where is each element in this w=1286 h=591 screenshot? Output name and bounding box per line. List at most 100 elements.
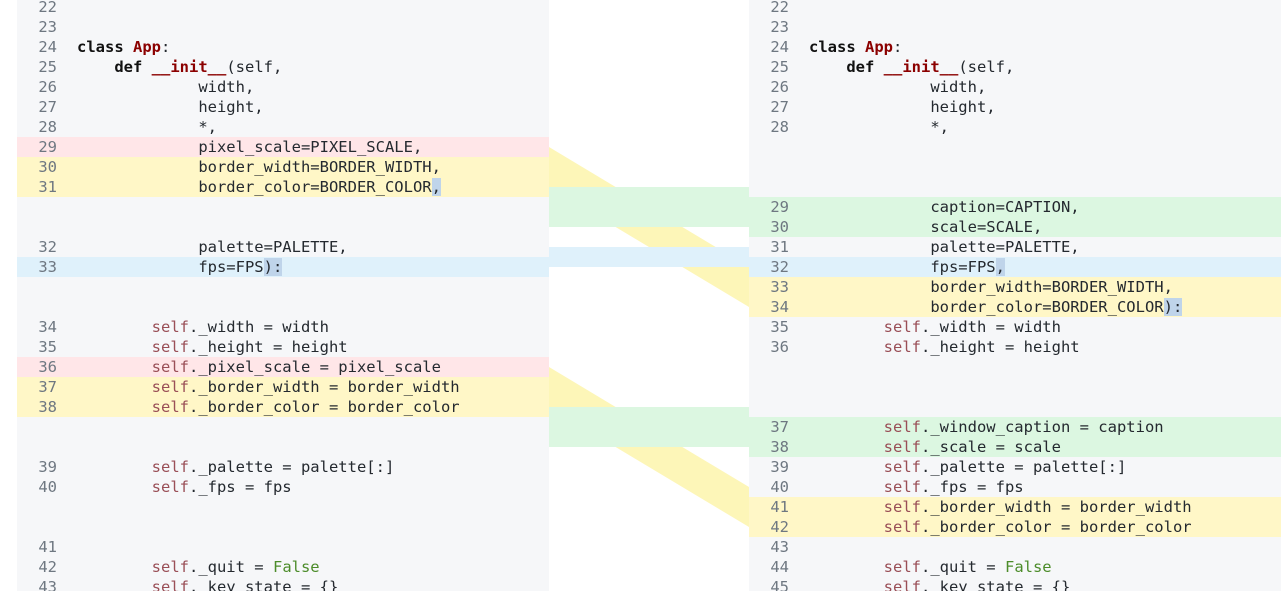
code-text: width,	[809, 78, 987, 96]
code-text: width,	[77, 78, 255, 96]
right-line-38: 38 self._scale = scale	[749, 437, 1281, 457]
line-number: 38	[770, 438, 789, 456]
line-number: 32	[38, 238, 57, 256]
code-text: self._quit = False	[883, 558, 1052, 576]
right-line-44: 44 self._quit = False	[749, 557, 1281, 577]
line-number: 26	[770, 78, 789, 96]
right-line-43: 43	[749, 537, 1281, 557]
line-number: 44	[770, 558, 789, 576]
left-line-39: 39 self._palette = palette[:]	[17, 457, 549, 477]
line-number: 37	[38, 378, 57, 396]
line-number: 25	[770, 58, 789, 76]
right-line-30: 30 scale=SCALE,	[749, 217, 1281, 237]
left-line-36: 36 self._pixel_scale = pixel_scale	[17, 357, 549, 377]
right-line-28: 28 *,	[749, 117, 1281, 137]
connector-band-add	[549, 407, 749, 447]
code-text: *,	[77, 118, 217, 136]
line-number: 25	[38, 58, 57, 76]
line-number: 30	[38, 158, 57, 176]
line-number: 37	[770, 418, 789, 436]
left-line-23: 23	[17, 17, 549, 37]
code-text: caption=CAPTION,	[809, 198, 1080, 216]
right-line-22: 22	[749, 0, 1281, 17]
right-line-45: 45 self._key_state = {}	[749, 577, 1281, 591]
line-number: 31	[770, 238, 789, 256]
connector-band-add	[549, 187, 749, 227]
left-line-43: 43 self._key_state = {}	[17, 577, 549, 591]
right-line-27: 27 height,	[749, 97, 1281, 117]
code-text: self._fps = fps	[883, 478, 1024, 496]
left-line-32: 32 palette=PALETTE,	[17, 237, 549, 257]
code-text: class App:	[77, 38, 171, 56]
line-number: 39	[770, 458, 789, 476]
right-line-42: 42 self._border_color = border_color	[749, 517, 1281, 537]
code-text: *,	[809, 118, 949, 136]
line-number: 38	[38, 398, 57, 416]
right-line-29: 29 caption=CAPTION,	[749, 197, 1281, 217]
left-line-28: 28 *,	[17, 117, 549, 137]
right-line-25: 25 def __init__(self,	[749, 57, 1281, 77]
line-number: 28	[770, 118, 789, 136]
right-line-39: 39 self._palette = palette[:]	[749, 457, 1281, 477]
line-number: 42	[38, 558, 57, 576]
line-number: 24	[770, 38, 789, 56]
code-text: self._quit = False	[151, 558, 320, 576]
left-line-27: 27 height,	[17, 97, 549, 117]
left-line-40: 40 self._fps = fps	[17, 477, 549, 497]
code-text: self._scale = scale	[883, 438, 1061, 456]
line-number: 23	[770, 18, 789, 36]
line-number: 35	[38, 338, 57, 356]
left-line-31: 31 border_color=BORDER_COLOR,	[17, 177, 549, 197]
line-number: 36	[38, 358, 57, 376]
left-line-30: 30 border_width=BORDER_WIDTH,	[17, 157, 549, 177]
code-text: scale=SCALE,	[809, 218, 1043, 236]
line-number: 27	[38, 98, 57, 116]
line-number: 32	[770, 258, 789, 276]
left-line-26: 26 width,	[17, 77, 549, 97]
line-number: 24	[38, 38, 57, 56]
line-number: 42	[770, 518, 789, 536]
line-number: 39	[38, 458, 57, 476]
line-number: 30	[770, 218, 789, 236]
code-text: self._key_state = {}	[883, 578, 1071, 591]
code-text: self._border_color = border_color	[883, 518, 1192, 536]
code-text: self._pixel_scale = pixel_scale	[151, 358, 441, 376]
code-text: self._window_caption = caption	[883, 418, 1164, 436]
line-number: 33	[770, 278, 789, 296]
right-line-26: 26 width,	[749, 77, 1281, 97]
line-number: 31	[38, 178, 57, 196]
code-text: self._fps = fps	[151, 478, 292, 496]
connector-band-ctx	[549, 247, 749, 267]
line-number: 29	[38, 138, 57, 156]
code-text: fps=FPS,	[809, 258, 1005, 276]
left-line-38: 38 self._border_color = border_color	[17, 397, 549, 417]
code-text: palette=PALETTE,	[809, 238, 1080, 256]
right-line-35: 35 self._width = width	[749, 317, 1281, 337]
code-text: self._height = height	[151, 338, 348, 356]
line-number: 22	[38, 0, 57, 16]
code-text: self._width = width	[883, 318, 1061, 336]
left-line-24: 24 class App:	[17, 37, 549, 57]
left-line-41: 41	[17, 537, 549, 557]
code-text: border_width=BORDER_WIDTH,	[809, 278, 1173, 296]
code-text: fps=FPS):	[77, 258, 283, 276]
line-number: 35	[770, 318, 789, 336]
line-number: 29	[770, 198, 789, 216]
line-number: 41	[770, 498, 789, 516]
line-number: 22	[770, 0, 789, 16]
line-number: 23	[38, 18, 57, 36]
right-line-37: 37 self._window_caption = caption	[749, 417, 1281, 437]
right-line-40: 40 self._fps = fps	[749, 477, 1281, 497]
line-number: 41	[38, 538, 57, 556]
code-text: self._border_width = border_width	[883, 498, 1192, 516]
code-text: self._key_state = {}	[151, 578, 339, 591]
line-number: 40	[770, 478, 789, 496]
code-text: height,	[809, 98, 996, 116]
code-text: self._palette = palette[:]	[883, 458, 1127, 476]
line-number: 34	[770, 298, 789, 316]
right-line-23: 23	[749, 17, 1281, 37]
line-number: 34	[38, 318, 57, 336]
